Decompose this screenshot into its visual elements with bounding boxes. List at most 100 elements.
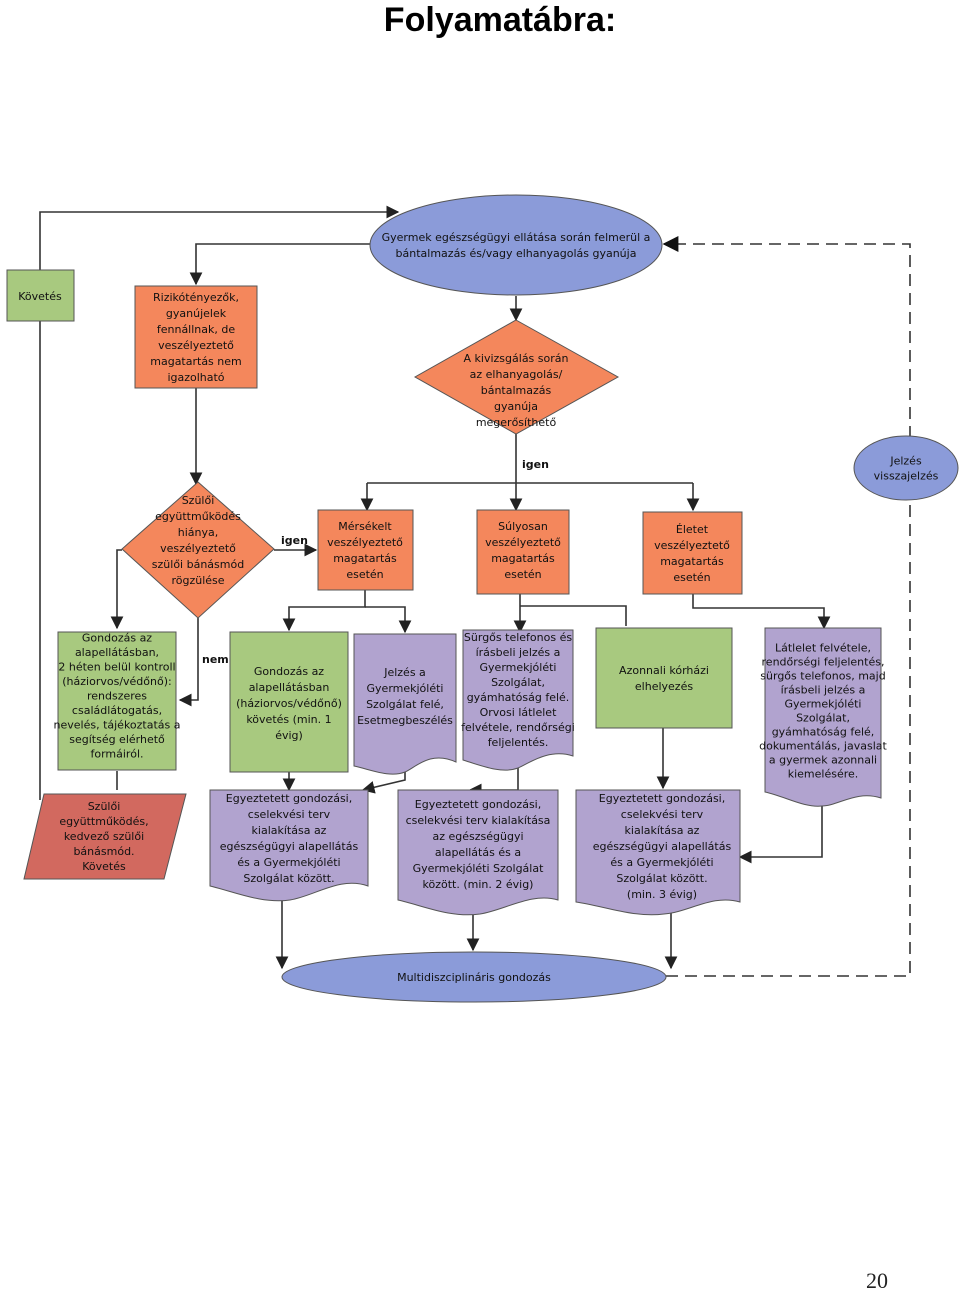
gondozas-alap-1-line: (háziorvos/védőnő):: [62, 675, 171, 688]
edge-surgos-to-egyeztetett-2: [468, 768, 519, 797]
jelzes-visszajelzes-line: Jelzés: [889, 454, 922, 467]
latlelet-line: kiemelésére.: [788, 768, 859, 781]
rizikotenyezok-box: [134, 285, 258, 389]
surgos-jelzes-line: Gyermekjóléti: [480, 661, 557, 674]
gondozas-alap-2-line: Gondozás az: [254, 665, 324, 678]
jelzes-gyermekjoleti-line: Esetmegbeszélés: [357, 714, 453, 727]
egyeztetett-1-line: egészségügyi alapellátás: [220, 840, 359, 853]
merseklet-line: Mérsékelt: [338, 520, 392, 533]
kovetes-line: Követés: [18, 290, 62, 303]
start-label: Gyermek egészségügyi ellátása során felm…: [382, 231, 651, 260]
kivizsgalas-line: A kivizsgálás során: [464, 352, 569, 365]
egyeztetett-2-line: az egészségügyi: [432, 830, 523, 843]
azonnali-box: [595, 627, 733, 729]
edge-jelzes-to-egyeztetett-1: [361, 772, 406, 794]
latlelet-label: Látlelet felvétele,rendőrségi feljelenté…: [759, 642, 887, 781]
rizikotenyezok-line: veszélyeztető: [158, 339, 234, 352]
multidiszciplinaris-line: Multidiszciplináris gondozás: [397, 971, 551, 984]
jelzes-visszajelzes-node: [853, 435, 959, 501]
edge-merseklet-branch-right: [365, 606, 412, 634]
gondozas-alap-1-line: Gondozás az: [82, 632, 152, 645]
kivizsgalas-label: A kivizsgálás során az elhanyagolás/bánta…: [464, 352, 569, 429]
jelzes-gyermekjoleti-line: Szolgálat felé,: [366, 698, 444, 711]
sulyosan-label: Súlyosan veszélyeztető magatartás esetén: [485, 520, 561, 581]
egyeztetett-3-line: Szolgálat között.: [616, 872, 707, 885]
latlelet-line: írásbeli jelzés a: [781, 684, 866, 697]
kovetes-label: Követés: [18, 290, 62, 303]
kivizsgalas-line: gyanúja: [494, 400, 538, 413]
gondozas-alap-1-line: alapellátásban,: [75, 646, 159, 659]
szuloi-egyuttmukodes-line: együttműködés,: [59, 815, 148, 828]
egyeztetett-1-line: Egyeztetett gondozási,: [226, 792, 352, 805]
edge-nem: [178, 618, 199, 707]
gondozas-alap-1-line: családlátogatás,: [72, 704, 162, 717]
egyeztetett-2-line: között. (min. 2 évig): [423, 878, 534, 891]
multidiszciplinaris-node: [281, 951, 667, 1003]
szuloi-hiany-line: veszélyeztető: [160, 542, 236, 555]
jelzes-visszajelzes-label: Jelzés visszajelzés: [874, 454, 939, 482]
egyeztetett-2-doc: [397, 789, 559, 916]
edge-jelzes-to-start-dashed: [662, 236, 911, 438]
multidiszciplinaris-label: Multidiszciplináris gondozás: [397, 971, 551, 984]
kivizsgalas-line: bántalmazás: [481, 384, 552, 397]
egyeztetett-3-line: Egyeztetett gondozási,: [599, 792, 725, 805]
start-node: [369, 194, 663, 296]
jelzes-gyermekjoleti-line: Jelzés a: [383, 666, 426, 679]
latlelet-doc: [764, 627, 882, 807]
edge-merseklet-branch: [282, 590, 366, 632]
edge-sulyosan-branch-right: [520, 605, 627, 626]
gondozas-alap-2-line: (háziorvos/védőnő): [236, 697, 342, 710]
szuloi-egyuttmukodes-line: bánásmód.: [73, 845, 134, 858]
egyeztetett-1-line: Szolgálat között.: [243, 872, 334, 885]
egyeztetett-2-line: cselekvési terv kialakítása: [406, 814, 551, 827]
eletet-line: esetén: [673, 571, 710, 584]
merseklet-box: [317, 509, 414, 591]
szuloi-hiany-line: Szülői: [182, 494, 215, 507]
sulyosan-box: [476, 509, 570, 595]
edge-label-igen-left: igen: [281, 534, 308, 547]
sulyosan-line: veszélyeztető: [485, 536, 561, 549]
szuloi-hiany-line: szülői bánásmód: [152, 558, 244, 571]
edge-start-to-rizikotenyezok: [189, 243, 372, 286]
surgos-jelzes-line: Szolgálat,: [491, 676, 545, 689]
kivizsgalas-line: az elhanyagolás/: [470, 368, 563, 381]
rizikotenyezok-line: gyanújelek: [166, 307, 227, 320]
sulyosan-line: Súlyosan: [498, 520, 548, 533]
gondozas-alap-2-box: [229, 631, 349, 773]
egyeztetett-3-line: cselekvési terv: [621, 808, 704, 821]
szuloi-egyuttmukodes-parallelogram: [23, 793, 187, 880]
edge-label-igen-top: igen: [522, 458, 549, 471]
gondozas-alap-2-line: követés (min. 1: [246, 713, 331, 726]
egyeztetett-1-line: és a Gyermekjóléti: [237, 856, 340, 869]
jelzes-visszajelzes-line: visszajelzés: [874, 469, 939, 482]
szuloi-egyuttmukodes-line: kedvező szülői: [64, 830, 144, 843]
eletet-box: [642, 511, 743, 595]
latlelet-line: Látlelet felvétele,: [775, 642, 871, 655]
jelzes-gyermekjoleti-line: Gyermekjóléti: [367, 682, 444, 695]
egyeztetett-3-line: és a Gyermekjóléti: [610, 856, 713, 869]
szuloi-hiany-line: hiánya,: [178, 526, 219, 539]
start-line: Gyermek egészségügyi ellátása során felm…: [382, 231, 651, 244]
gondozas-alap-1-line: nevelés, tájékoztatás a: [54, 719, 181, 732]
kivizsgalas-line: megerősíthető: [476, 416, 557, 429]
egyeztetett-3-line: kialakítása az: [625, 824, 700, 837]
egyeztetett-2-line: alapellátás és a: [435, 846, 521, 859]
egyeztetett-3-line: egészségügyi alapellátás: [593, 840, 732, 853]
eletet-line: Életet: [676, 523, 709, 536]
edge-kovetes-to-start: [39, 205, 400, 800]
kivizsgalas-diamond: [413, 319, 620, 435]
latlelet-line: a gyermek azonnali: [769, 754, 877, 767]
sulyosan-line: esetén: [504, 568, 541, 581]
sulyosan-line: magatartás: [491, 552, 555, 565]
szuloi-egyuttmukodes-line: Követés: [82, 860, 126, 873]
gondozas-alap-1-line: rendszeres: [87, 690, 147, 703]
egyeztetett-3-label: Egyeztetett gondozási, cselekvési terv kia…: [593, 792, 732, 901]
edge-szuloi-hiany-to-gondozas-1: [110, 549, 124, 630]
surgos-jelzes-line: gyámhatóság felé.: [467, 691, 570, 704]
egyeztetett-2-line: Egyeztetett gondozási,: [415, 798, 541, 811]
surgos-jelzes-line: feljelentés.: [488, 736, 549, 749]
